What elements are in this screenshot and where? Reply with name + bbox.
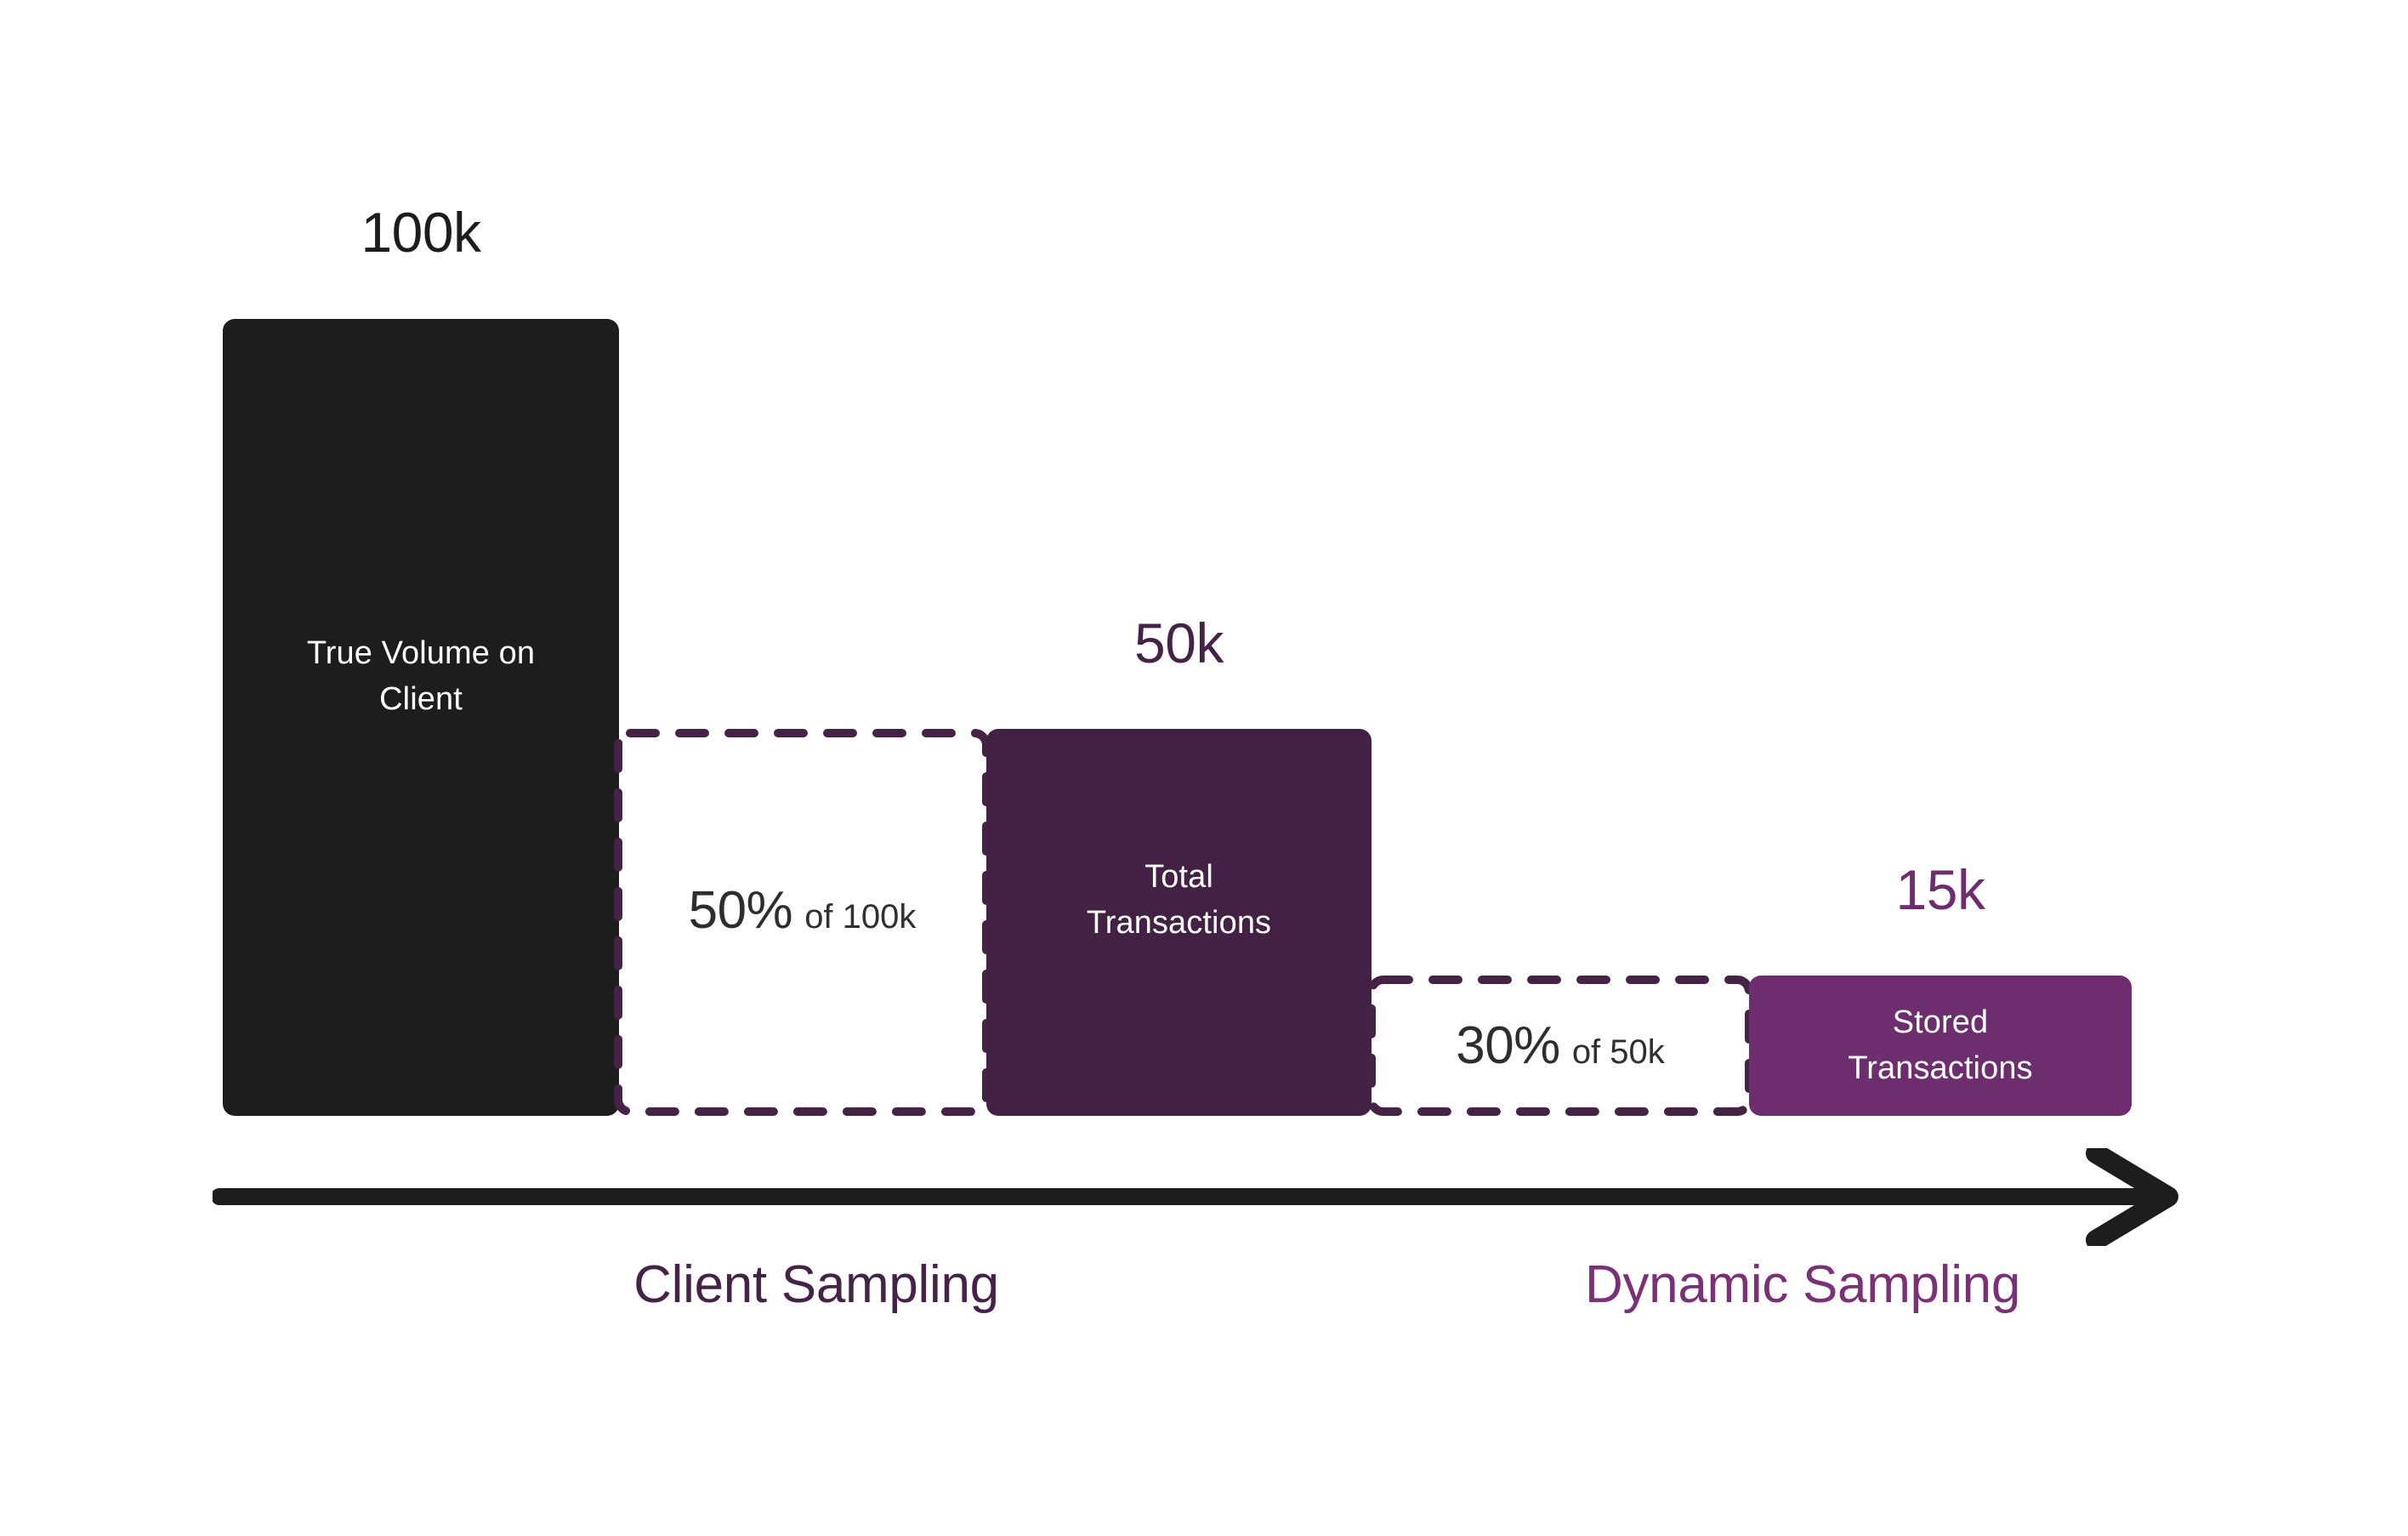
dropoff-percent-dynamic: 30%	[1456, 1016, 1560, 1075]
bar-label-total-transactions: Total Transactions	[1086, 858, 1272, 941]
bar-label-true-volume: True Volume on Client	[306, 634, 536, 717]
dropoff-rate-client: 50% of 100k	[689, 880, 917, 941]
dropoff-of-client: of 100k	[804, 898, 917, 936]
dropoff-box-client-sampling: 50% of 100k	[614, 729, 991, 1116]
bar-total-transactions: Total Transactions	[986, 729, 1372, 1116]
dashed-rect-icon	[1367, 976, 1753, 1116]
axis-arrow-icon	[213, 1148, 2178, 1246]
stage-label-dynamic-sampling: Dynamic Sampling	[1584, 1255, 2021, 1314]
value-label-stored-transactions: 15k	[1895, 858, 1985, 921]
dropoff-percent-client: 50%	[688, 881, 793, 940]
stage-label-client-sampling: Client Sampling	[633, 1255, 999, 1314]
bar-stored-transactions: Stored Transactions	[1749, 976, 2132, 1116]
value-label-total-transactions: 50k	[1134, 612, 1224, 674]
dropoff-rate-dynamic: 30% of 50k	[1456, 1015, 1665, 1076]
dropoff-of-dynamic: of 50k	[1571, 1033, 1665, 1071]
bar-true-volume-on-client: True Volume on Client	[223, 319, 619, 1116]
bar-label-stored-transactions: Stored Transactions	[1848, 1004, 2033, 1086]
dropoff-box-dynamic-sampling: 30% of 50k	[1367, 976, 1753, 1116]
value-label-true-volume: 100k	[361, 201, 481, 264]
